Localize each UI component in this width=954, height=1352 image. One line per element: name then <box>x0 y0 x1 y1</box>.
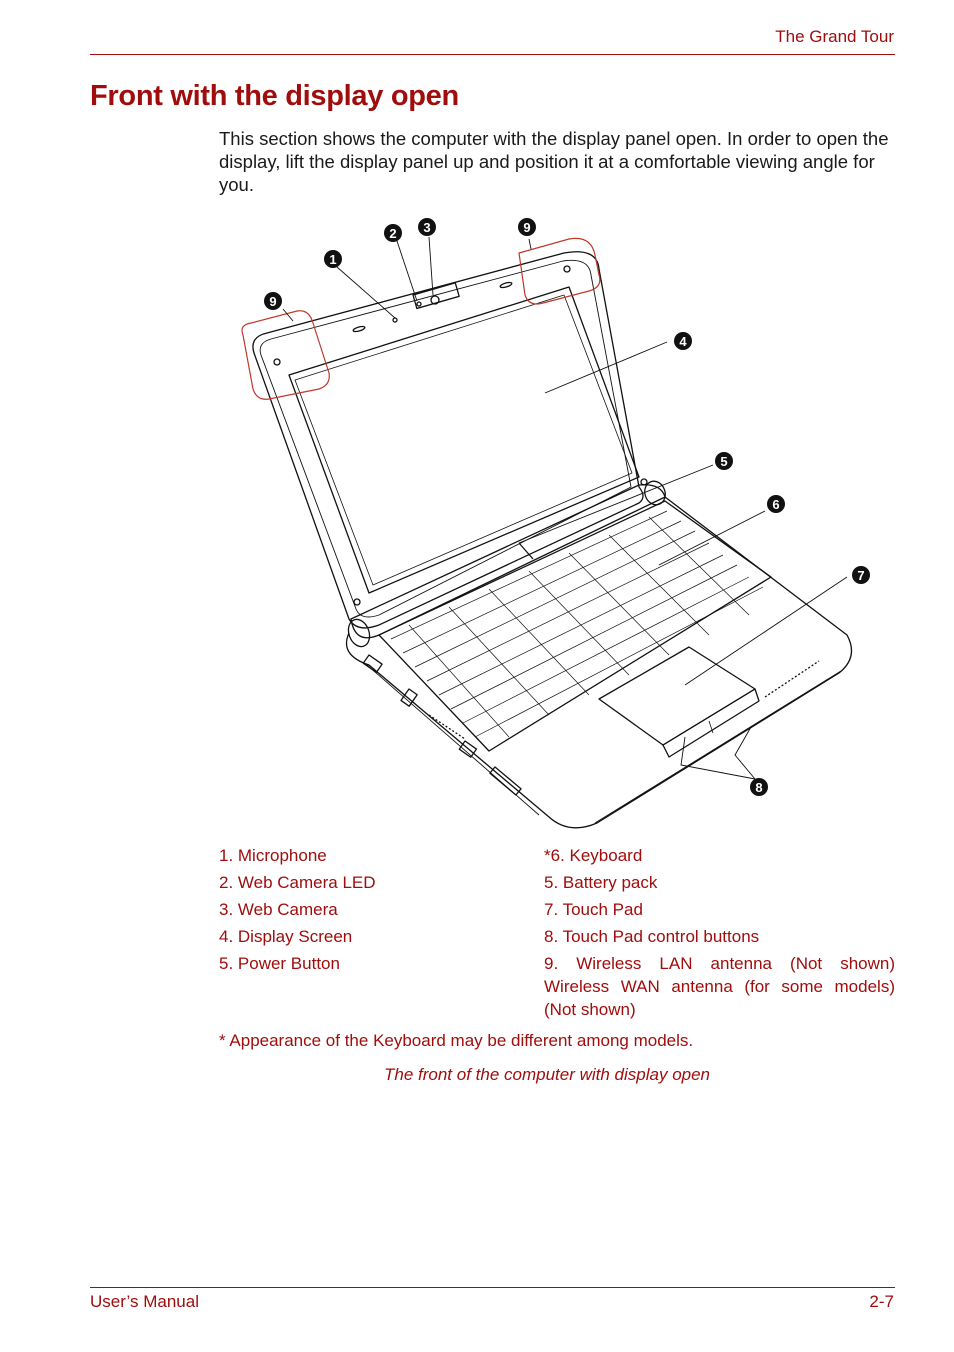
callout-8: 8 <box>750 778 768 796</box>
svg-text:9: 9 <box>269 294 276 309</box>
legend-item: 2. Web Camera LED <box>219 873 376 892</box>
footer-manual-name: User’s Manual <box>90 1292 199 1311</box>
callout-9-left: 9 <box>264 292 282 310</box>
svg-text:6: 6 <box>772 497 779 512</box>
hinge <box>350 484 666 639</box>
legend-item: *6. Keyboard <box>544 846 643 865</box>
display-screen <box>288 286 640 594</box>
laptop-illustration: 1 2 3 4 5 6 7 8 9 9 <box>241 218 870 829</box>
legend-item: 5. Battery pack <box>544 873 658 892</box>
figure-caption: The front of the computer with display o… <box>384 1065 711 1084</box>
svg-text:5: 5 <box>720 454 727 469</box>
page-title: Front with the display open <box>90 80 459 112</box>
footer-page-number: 2-7 <box>869 1292 894 1311</box>
callout-5: 5 <box>715 452 733 470</box>
legend-item: 8. Touch Pad control buttons <box>544 927 760 946</box>
callout-7: 7 <box>852 566 870 584</box>
svg-text:7: 7 <box>857 568 864 583</box>
legend-item: 4. Display Screen <box>219 927 353 946</box>
svg-text:3: 3 <box>423 220 430 235</box>
microphone-hole <box>392 317 398 323</box>
laptop-base <box>345 496 853 829</box>
touch-pad-buttons <box>662 688 760 758</box>
intro-paragraph: This section shows the computer with the… <box>219 128 889 195</box>
antenna-area-right <box>518 237 601 305</box>
footer-rule <box>90 1287 895 1288</box>
svg-text:1: 1 <box>329 252 336 267</box>
callout-6: 6 <box>767 495 785 513</box>
legend-left: 1. Microphone 2. Web Camera LED 3. Web C… <box>219 842 529 977</box>
callout-2: 2 <box>384 224 402 242</box>
legend-item: 5. Power Button <box>219 954 340 973</box>
callout-3: 3 <box>418 218 436 236</box>
callout-1: 1 <box>324 250 342 268</box>
web-camera-lens <box>430 295 440 305</box>
callout-4: 4 <box>674 332 692 350</box>
legend-item: 1. Microphone <box>219 846 327 865</box>
svg-text:8: 8 <box>755 780 762 795</box>
legend-item: 7. Touch Pad <box>544 900 643 919</box>
header-section-title: The Grand Tour <box>775 27 894 46</box>
callout-badges: 1 2 3 4 5 6 7 8 9 9 <box>264 218 870 796</box>
header-rule <box>90 54 895 55</box>
display-lid <box>252 251 644 629</box>
touch-pad <box>598 646 756 746</box>
antenna-area-left <box>241 310 330 400</box>
svg-text:9: 9 <box>523 220 530 235</box>
legend-item: 3. Web Camera <box>219 900 338 919</box>
keyboard <box>378 500 772 752</box>
laptop-figure: 1 2 3 4 5 6 7 8 9 9 <box>219 205 895 835</box>
keyboard-note: * Appearance of the Keyboard may be diff… <box>219 1031 694 1050</box>
keyboard-keys <box>390 510 764 738</box>
legend-right: *6. Keyboard 5. Battery pack 7. Touch Pa… <box>544 842 895 1021</box>
callout-9-top: 9 <box>518 218 536 236</box>
svg-text:4: 4 <box>679 334 687 349</box>
web-camera-led <box>416 301 422 307</box>
legend-item: 9. Wireless LAN antenna (Not shown) Wire… <box>544 954 895 1019</box>
svg-text:2: 2 <box>389 226 396 241</box>
